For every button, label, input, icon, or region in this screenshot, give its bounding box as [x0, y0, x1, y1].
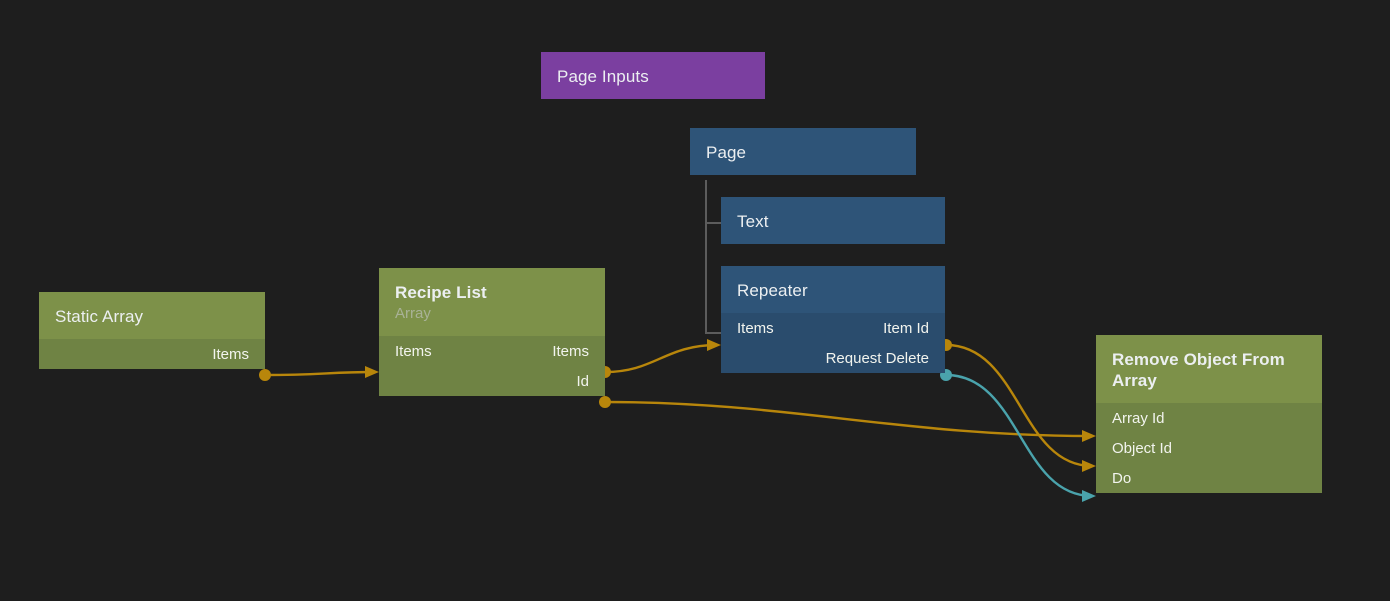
node-title: Text [737, 212, 769, 231]
edge-request-delete-to-do[interactable] [945, 373, 1093, 498]
port-row[interactable]: Items Item Id [721, 313, 945, 343]
port-row[interactable]: Array Id [1096, 403, 1322, 433]
port-row[interactable]: Id [379, 366, 605, 396]
input-port-label: Do [1112, 469, 1132, 487]
output-port-label: Id [576, 372, 589, 390]
output-port-label: Items [212, 345, 249, 363]
edge-arrowhead [1082, 490, 1096, 502]
node-title: Page Inputs [557, 67, 649, 86]
node-header[interactable]: Text [721, 197, 945, 244]
node-header[interactable]: Repeater [721, 266, 945, 313]
input-port-label: Object Id [1112, 439, 1173, 457]
tree-stub-line [705, 332, 721, 334]
node-body: Array Id Object Id Do [1096, 403, 1322, 493]
edge-item-id-to-object-id[interactable] [945, 343, 1093, 468]
node-title: Page [706, 143, 747, 162]
node-body: Items [39, 339, 265, 369]
tree-trunk-line [705, 180, 707, 332]
input-port-label: Items [737, 319, 774, 337]
port-row[interactable]: Items Items [379, 336, 605, 366]
edge-recipe-items-to-repeater-items[interactable] [604, 343, 718, 374]
output-port-label: Item Id [883, 319, 929, 337]
port-row[interactable]: Items [39, 339, 265, 369]
node-header[interactable]: Page [690, 128, 916, 175]
tree-stub-line [705, 222, 721, 224]
output-port-label: Items [552, 342, 589, 360]
input-port-label: Items [395, 342, 432, 360]
edge-recipe-id-to-array-id[interactable] [604, 400, 1093, 438]
node-subtitle: Array [395, 305, 431, 322]
node-title: Static Array [55, 307, 144, 326]
node-header[interactable]: Remove Object From Array [1096, 335, 1322, 403]
input-port-label: Array Id [1112, 409, 1165, 427]
node-page-inputs[interactable]: Page Inputs [541, 52, 765, 105]
edge-arrowhead [1082, 430, 1096, 442]
port-row[interactable]: Request Delete [721, 343, 945, 373]
port-row[interactable]: Do [1096, 463, 1322, 493]
node-title: Remove Object From Array [1112, 350, 1285, 390]
node-title: Recipe List [395, 283, 487, 302]
node-title: Repeater [737, 281, 808, 300]
edge-arrowhead [707, 339, 721, 351]
port-row[interactable]: Object Id [1096, 433, 1322, 463]
output-port-label: Request Delete [825, 349, 929, 367]
node-text[interactable]: Text [721, 197, 945, 249]
edge-arrowhead [365, 366, 379, 378]
node-header[interactable]: Static Array [39, 292, 265, 339]
node-header[interactable]: Page Inputs [541, 52, 765, 99]
edge-arrowhead [1082, 460, 1096, 472]
node-body: Items Item Id Request Delete [721, 313, 945, 373]
node-page[interactable]: Page [690, 128, 916, 180]
edge-static-items-to-recipe-items[interactable] [264, 370, 376, 377]
